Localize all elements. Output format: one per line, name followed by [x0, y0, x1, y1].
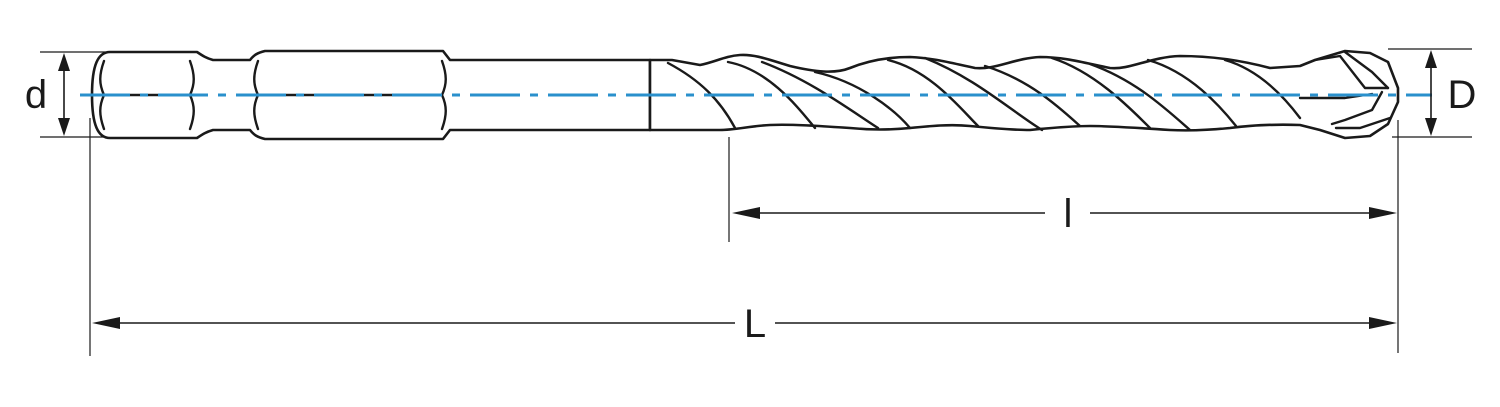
- dimension-d: d: [25, 53, 70, 136]
- label-l: l: [1064, 192, 1073, 236]
- dimension-D: D: [1425, 50, 1476, 136]
- label-L: L: [744, 302, 766, 346]
- label-d: d: [25, 73, 47, 117]
- extension-lines: [40, 48, 1472, 356]
- flute-edges: [666, 56, 1302, 132]
- dimension-l: l: [732, 192, 1397, 236]
- label-D: D: [1448, 73, 1477, 117]
- dimension-L: L: [92, 302, 1397, 346]
